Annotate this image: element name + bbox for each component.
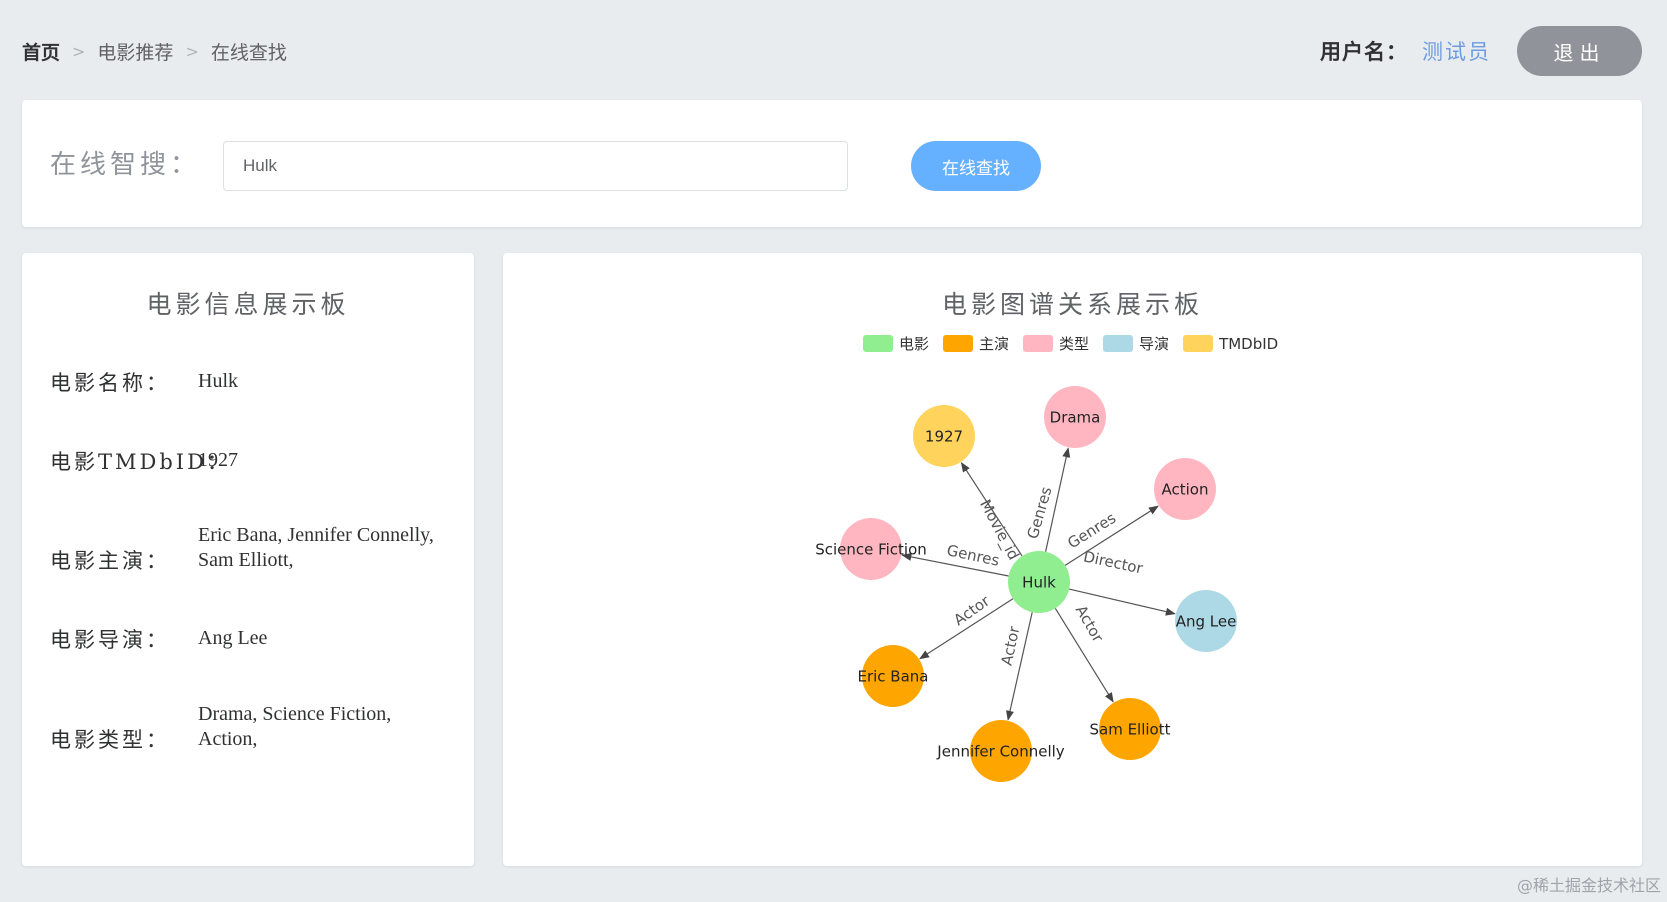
graph-node-label: Science Fiction xyxy=(815,541,927,559)
graph-edge-anglee xyxy=(1069,588,1176,616)
legend-swatch xyxy=(863,335,893,352)
movie-name-value: Hulk xyxy=(198,369,468,394)
movie-genres-value: Drama, Science Fiction, Action, xyxy=(198,702,468,752)
search-label: 在线智搜： xyxy=(50,150,201,180)
logout-button[interactable]: 退出 xyxy=(1517,26,1642,76)
graph-edge-samelliott xyxy=(1054,608,1114,703)
graph-edge-tmdb xyxy=(960,461,1023,557)
legend-label: 类型 xyxy=(1059,335,1090,353)
username-value: 测试员 xyxy=(1422,40,1491,64)
graph-node-label: Drama xyxy=(1050,409,1101,427)
value-line: 1927 xyxy=(198,449,238,471)
top-bar: 首页 > 电影推荐 > 在线查找 用户名： 测试员 退出 xyxy=(0,0,1667,100)
user-info: 用户名： 测试员 xyxy=(1320,36,1491,66)
legend-label: 电影 xyxy=(899,335,930,353)
breadcrumb-online-search: 在线查找 xyxy=(210,42,287,64)
value-line: Eric Bana, Jennifer Connelly, xyxy=(198,524,434,546)
graph-edge-action xyxy=(1064,505,1159,566)
breadcrumb-separator-icon: > xyxy=(72,42,86,61)
graph-edge-label: Actor xyxy=(998,624,1024,667)
legend-label: TMDbID xyxy=(1219,334,1279,353)
graph-node-scifi[interactable] xyxy=(840,518,902,580)
breadcrumb: 首页 > 电影推荐 > 在线查找 xyxy=(22,38,287,65)
movie-director-value: Ang Lee xyxy=(198,626,468,651)
legend-swatch xyxy=(943,335,974,352)
graph-node-label: Ang Lee xyxy=(1176,613,1237,631)
graph-edge-label: Genres xyxy=(1064,509,1119,553)
search-button[interactable]: 在线查找 xyxy=(911,141,1041,191)
legend-swatch xyxy=(1103,335,1134,352)
graph-node-ericbana[interactable] xyxy=(862,645,924,707)
graph-edge-ericbana xyxy=(919,598,1014,660)
graph-node-label: Hulk xyxy=(1022,574,1056,592)
movie-actors-label: 电影主演： xyxy=(50,549,170,573)
movie-genres-label: 电影类型： xyxy=(50,728,170,752)
breadcrumb-home[interactable]: 首页 xyxy=(22,42,61,64)
graph-node-label: Sam Elliott xyxy=(1089,721,1170,739)
value-line: Action, xyxy=(198,728,258,750)
value-line: Ang Lee xyxy=(198,627,268,649)
legend-swatch xyxy=(1023,335,1054,352)
graph-node-hulk[interactable] xyxy=(1008,551,1070,613)
graph-panel-title: 电影图谱关系展示板 xyxy=(941,290,1203,319)
legend-item-tmdbid[interactable]: TMDbID xyxy=(1183,335,1278,353)
movie-graph-panel: 电影图谱关系展示板 电影 主演 类型 导演 TMDbID Movie_id xyxy=(503,253,1642,866)
graph-node-drama[interactable] xyxy=(1044,386,1106,448)
breadcrumb-movie-recommend[interactable]: 电影推荐 xyxy=(97,42,174,64)
graph-edge-label: Actor xyxy=(1072,602,1108,646)
search-card: 在线智搜： 在线查找 xyxy=(22,100,1642,227)
username-label: 用户名： xyxy=(1320,40,1408,64)
graph-node-jennifer[interactable] xyxy=(970,720,1032,782)
movie-actors-value: Eric Bana, Jennifer Connelly, Sam Elliot… xyxy=(198,523,468,573)
legend-item-actor[interactable]: 主演 xyxy=(943,333,1009,354)
graph-node-label: Action xyxy=(1162,481,1209,499)
legend-item-director[interactable]: 导演 xyxy=(1103,333,1169,354)
legend-item-movie[interactable]: 电影 xyxy=(863,333,929,354)
graph-edge-scifi xyxy=(901,552,1009,577)
breadcrumb-separator-icon: > xyxy=(185,42,199,61)
graph-node-label: Jennifer Connelly xyxy=(936,743,1065,761)
legend-item-genre[interactable]: 类型 xyxy=(1023,333,1089,354)
value-line: Hulk xyxy=(198,370,238,392)
movie-director-label: 电影导演： xyxy=(50,628,170,652)
movie-info-panel: 电影信息展示板 电影名称： Hulk 电影TMDbID： 1927 电影主演： … xyxy=(22,253,474,866)
graph-edge-jennifer xyxy=(1006,612,1033,721)
info-panel-title: 电影信息展示板 xyxy=(146,290,350,319)
graph-node-anglee[interactable] xyxy=(1175,590,1237,652)
graph-node-label: 1927 xyxy=(925,428,963,446)
graph-legend: 电影 主演 类型 导演 TMDbID xyxy=(863,333,1292,354)
graph-node-label: Eric Bana xyxy=(857,668,928,686)
legend-label: 导演 xyxy=(1139,335,1170,353)
graph-edge-label: Genres xyxy=(1024,485,1056,541)
movie-tmdbid-value: 1927 xyxy=(198,448,468,473)
graph-node-action[interactable] xyxy=(1154,458,1216,520)
search-input[interactable] xyxy=(223,141,848,191)
value-line: Sam Elliott, xyxy=(198,549,294,571)
graph-edge-drama xyxy=(1045,447,1071,552)
graph-edge-label: Director xyxy=(1082,547,1145,577)
legend-label: 主演 xyxy=(979,335,1010,353)
movie-name-label: 电影名称： xyxy=(50,371,170,395)
watermark: @稀土掘金技术社区 xyxy=(1516,876,1661,895)
graph-edge-label: Actor xyxy=(950,591,993,629)
graph-node-tmdb[interactable] xyxy=(913,405,975,467)
movie-tmdbid-label: 电影TMDbID： xyxy=(50,450,231,474)
graph-node-samelliott[interactable] xyxy=(1099,698,1161,760)
value-line: Drama, Science Fiction, xyxy=(198,703,392,725)
legend-swatch xyxy=(1183,335,1214,352)
